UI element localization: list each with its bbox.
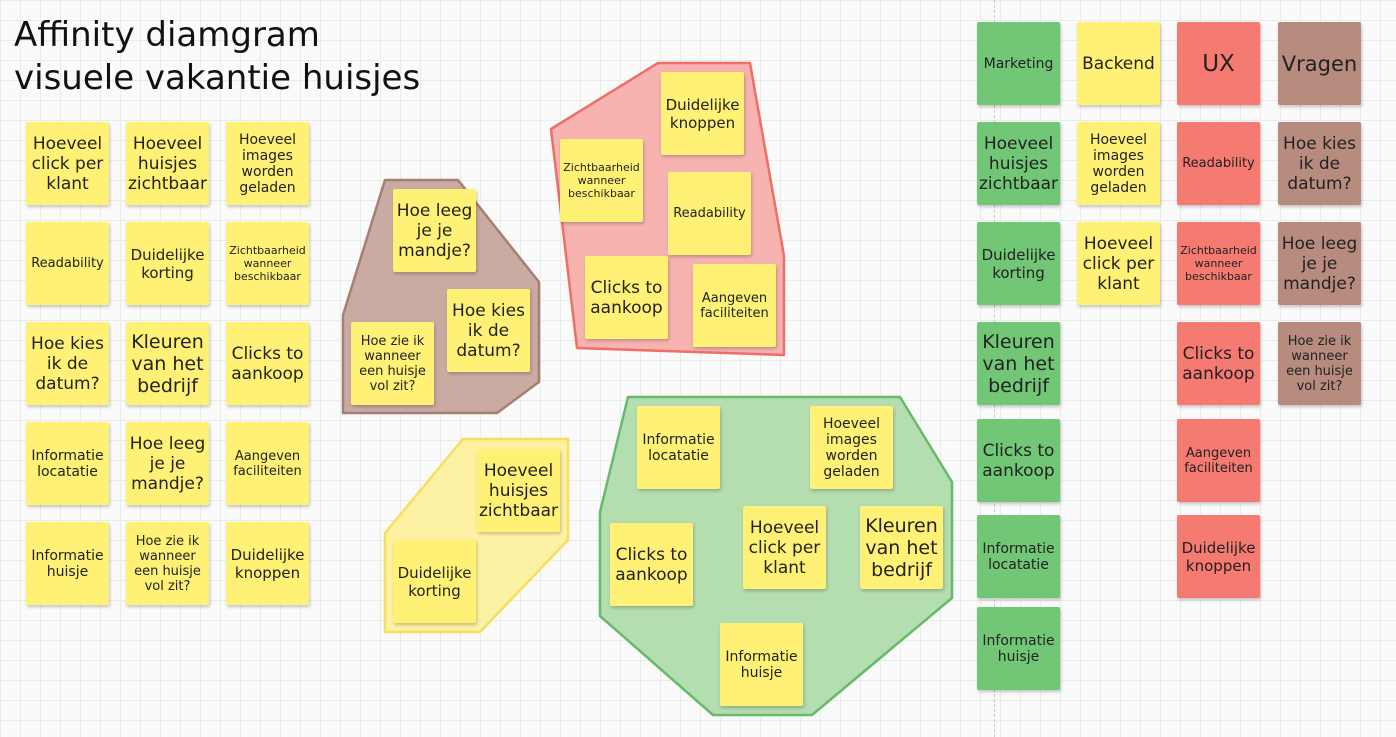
sticky-note[interactable]: Hoeveel click per klant xyxy=(1077,222,1160,305)
sticky-note[interactable]: Hoeveel click per klant xyxy=(26,122,109,205)
sticky-note[interactable]: Informatie huisje xyxy=(977,607,1060,690)
sticky-note[interactable]: Aangeven faciliteiten xyxy=(226,422,309,505)
sticky-note[interactable]: Hoeveel click per klant xyxy=(743,506,826,589)
sticky-note[interactable]: Kleuren van het bedrijf xyxy=(126,322,209,405)
sticky-note[interactable]: Hoeveel images worden geladen xyxy=(1077,122,1160,205)
sticky-note[interactable]: Hoe zie ik wanneer een huisje vol zit? xyxy=(126,522,209,605)
category-header-ux[interactable]: UX xyxy=(1177,22,1260,105)
sticky-note[interactable]: Readability xyxy=(668,172,751,255)
sticky-note[interactable]: Duidelijke knoppen xyxy=(1177,515,1260,598)
sticky-note[interactable]: Clicks to aankoop xyxy=(610,523,693,606)
sticky-note[interactable]: Clicks to aankoop xyxy=(226,322,309,405)
sticky-note[interactable]: Hoeveel huisjes zichtbaar xyxy=(126,122,209,205)
sticky-note[interactable]: Hoe kies ik de datum? xyxy=(447,289,530,372)
sticky-note[interactable]: Hoeveel images worden geladen xyxy=(226,122,309,205)
sticky-note[interactable]: Informatie huisje xyxy=(26,522,109,605)
sticky-note[interactable]: Kleuren van het bedrijf xyxy=(977,322,1060,405)
sticky-note[interactable]: Hoe zie ik wanneer een huisje vol zit? xyxy=(351,322,434,405)
sticky-note[interactable]: Hoeveel images worden geladen xyxy=(810,406,893,489)
sticky-note[interactable]: Hoeveel huisjes zichtbaar xyxy=(477,449,560,532)
sticky-note[interactable]: Zichtbaarheid wanneer beschikbaar xyxy=(226,222,309,305)
sticky-note[interactable]: Duidelijke korting xyxy=(977,222,1060,305)
sticky-note[interactable]: Informatie locatatie xyxy=(26,422,109,505)
sticky-note[interactable]: Informatie locatatie xyxy=(637,406,720,489)
sticky-note[interactable]: Duidelijke knoppen xyxy=(226,522,309,605)
sticky-note[interactable]: Hoe leeg je je mandje? xyxy=(126,422,209,505)
sticky-note[interactable]: Clicks to aankoop xyxy=(977,419,1060,502)
sticky-note[interactable]: Readability xyxy=(1177,122,1260,205)
sticky-note[interactable]: Hoe kies ik de datum? xyxy=(1278,122,1361,205)
sticky-note[interactable]: Zichtbaarheid wanneer beschikbaar xyxy=(1177,222,1260,305)
sticky-note[interactable]: Hoe leeg je je mandje? xyxy=(393,189,476,272)
sticky-note[interactable]: Clicks to aankoop xyxy=(585,256,668,339)
sticky-note[interactable]: Hoe kies ik de datum? xyxy=(26,322,109,405)
sticky-note[interactable]: Readability xyxy=(26,222,109,305)
sticky-note[interactable]: Hoe zie ik wanneer een huisje vol zit? xyxy=(1278,322,1361,405)
category-header-vragen[interactable]: Vragen xyxy=(1278,22,1361,105)
sticky-note[interactable]: Duidelijke korting xyxy=(126,222,209,305)
sticky-note[interactable]: Informatie locatatie xyxy=(977,515,1060,598)
sticky-note[interactable]: Hoe leeg je je mandje? xyxy=(1278,222,1361,305)
sticky-note[interactable]: Kleuren van het bedrijf xyxy=(860,506,943,589)
sticky-note[interactable]: Zichtbaarheid wanneer beschikbaar xyxy=(560,139,643,222)
sticky-note[interactable]: Aangeven faciliteiten xyxy=(1177,419,1260,502)
sticky-note[interactable]: Duidelijke korting xyxy=(393,540,476,623)
sticky-note[interactable]: Informatie huisje xyxy=(720,623,803,706)
board-title: Affinity diamgram visuele vakantie huisj… xyxy=(14,15,421,98)
category-header-marketing[interactable]: Marketing xyxy=(977,22,1060,105)
sticky-note[interactable]: Clicks to aankoop xyxy=(1177,322,1260,405)
sticky-note[interactable]: Aangeven faciliteiten xyxy=(693,264,776,347)
sticky-note[interactable]: Duidelijke knoppen xyxy=(661,72,744,155)
category-header-backend[interactable]: Backend xyxy=(1077,22,1160,105)
sticky-note[interactable]: Hoeveel huisjes zichtbaar xyxy=(977,122,1060,205)
